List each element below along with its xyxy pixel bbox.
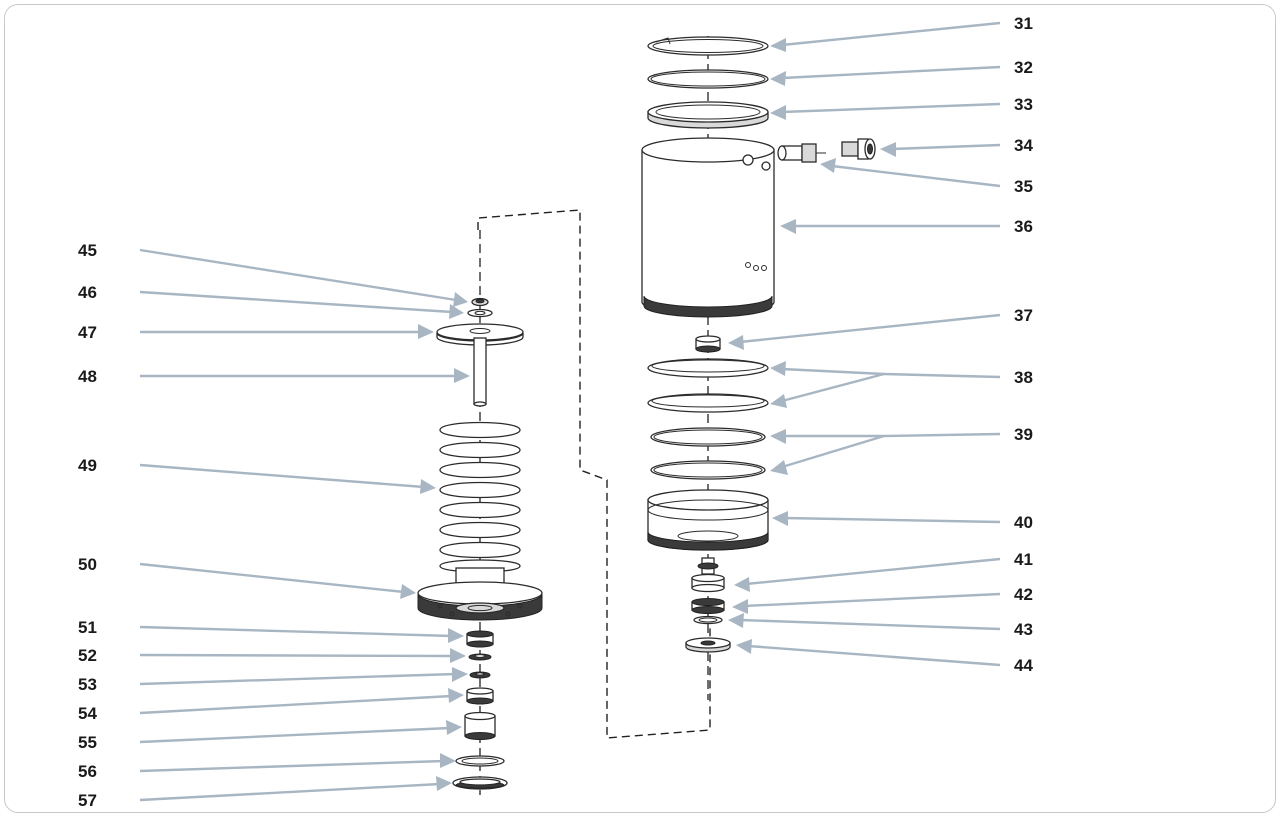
callout-56: 56 xyxy=(78,762,97,781)
assembly-connector-line xyxy=(477,209,711,739)
part-46-washer xyxy=(467,308,493,318)
callout-41: 41 xyxy=(1014,550,1033,569)
part-45-nut xyxy=(471,297,489,307)
part-57-seal-ring xyxy=(452,776,508,790)
callout-49: 49 xyxy=(78,456,97,475)
part-54-bushing xyxy=(466,687,494,705)
part-53-ring xyxy=(469,671,491,679)
part-44-washer xyxy=(685,637,731,653)
callout-40: 40 xyxy=(1014,513,1033,532)
part-42-bushing xyxy=(691,598,725,614)
part-32-o-ring xyxy=(647,69,769,89)
callout-32: 32 xyxy=(1014,58,1033,77)
part-36-cylinder xyxy=(641,137,775,318)
callout-53: 53 xyxy=(78,675,97,694)
part-39-rings xyxy=(650,427,766,480)
labels-left: 45 46 47 48 49 50 51 52 53 54 55 56 57 xyxy=(78,241,97,810)
part-34-fitting xyxy=(841,138,876,160)
right-assembly xyxy=(641,36,876,700)
part-38-rings xyxy=(647,358,769,413)
callout-57: 57 xyxy=(78,791,97,810)
callout-33: 33 xyxy=(1014,95,1033,114)
callout-34: 34 xyxy=(1014,136,1033,155)
callout-37: 37 xyxy=(1014,306,1033,325)
part-49-spring xyxy=(439,421,521,573)
part-47-spring-plate xyxy=(436,323,524,346)
callout-42: 42 xyxy=(1014,585,1033,604)
part-37-cap xyxy=(695,335,721,353)
callout-35: 35 xyxy=(1014,177,1033,196)
labels-right: 31 32 33 34 35 36 37 38 39 40 41 42 43 4… xyxy=(1014,14,1033,675)
callout-50: 50 xyxy=(78,555,97,574)
part-48-rod xyxy=(473,337,487,407)
part-41-stem xyxy=(691,557,725,593)
callout-48: 48 xyxy=(78,367,97,386)
part-55-sleeve xyxy=(464,711,496,740)
leader-lines-right xyxy=(728,21,1001,667)
part-31-snap-ring xyxy=(647,36,769,56)
callout-31: 31 xyxy=(1014,14,1033,33)
left-assembly xyxy=(417,209,711,795)
part-43-washer xyxy=(693,615,723,625)
callout-54: 54 xyxy=(78,704,97,723)
callout-45: 45 xyxy=(78,241,97,260)
diagram-frame xyxy=(4,4,1276,813)
leader-lines-left xyxy=(139,248,470,802)
part-35-fitting xyxy=(777,143,826,163)
callout-55: 55 xyxy=(78,733,97,752)
callout-39: 39 xyxy=(1014,425,1033,444)
part-40-piston xyxy=(647,489,769,551)
part-52-ring xyxy=(468,653,492,661)
part-50-base xyxy=(417,567,543,621)
callout-44: 44 xyxy=(1014,656,1033,675)
callout-43: 43 xyxy=(1014,620,1033,639)
callout-36: 36 xyxy=(1014,217,1033,236)
callout-46: 46 xyxy=(78,283,97,302)
callout-51: 51 xyxy=(78,618,97,637)
part-33-cover-ring xyxy=(647,101,769,129)
callout-47: 47 xyxy=(78,323,97,342)
part-56-o-ring xyxy=(455,755,505,767)
callout-38: 38 xyxy=(1014,368,1033,387)
callout-52: 52 xyxy=(78,646,97,665)
part-51-bushing xyxy=(466,630,494,648)
